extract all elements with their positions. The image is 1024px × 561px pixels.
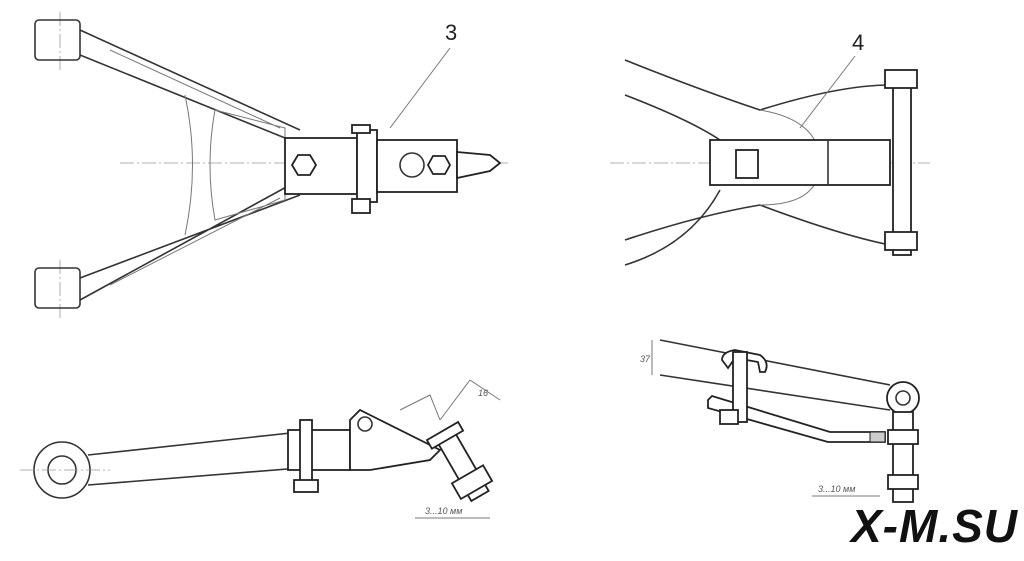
view-top-left: 3 (34, 12, 510, 320)
view-top-right: 4 (610, 30, 930, 266)
view-bottom-left: 16 3...10 мм (20, 379, 501, 519)
dim-angle-left: 16 (478, 388, 488, 398)
dim-gap-right: 3...10 мм (818, 484, 855, 494)
callout-3: 3 (445, 20, 457, 45)
dim-angle-right: 37 (640, 354, 651, 364)
view-bottom-right: 37 3...10 мм (640, 339, 920, 503)
callout-4: 4 (852, 30, 864, 55)
dim-gap-left: 3...10 мм (425, 506, 462, 516)
watermark-logo: X-M.SU (851, 500, 1018, 552)
